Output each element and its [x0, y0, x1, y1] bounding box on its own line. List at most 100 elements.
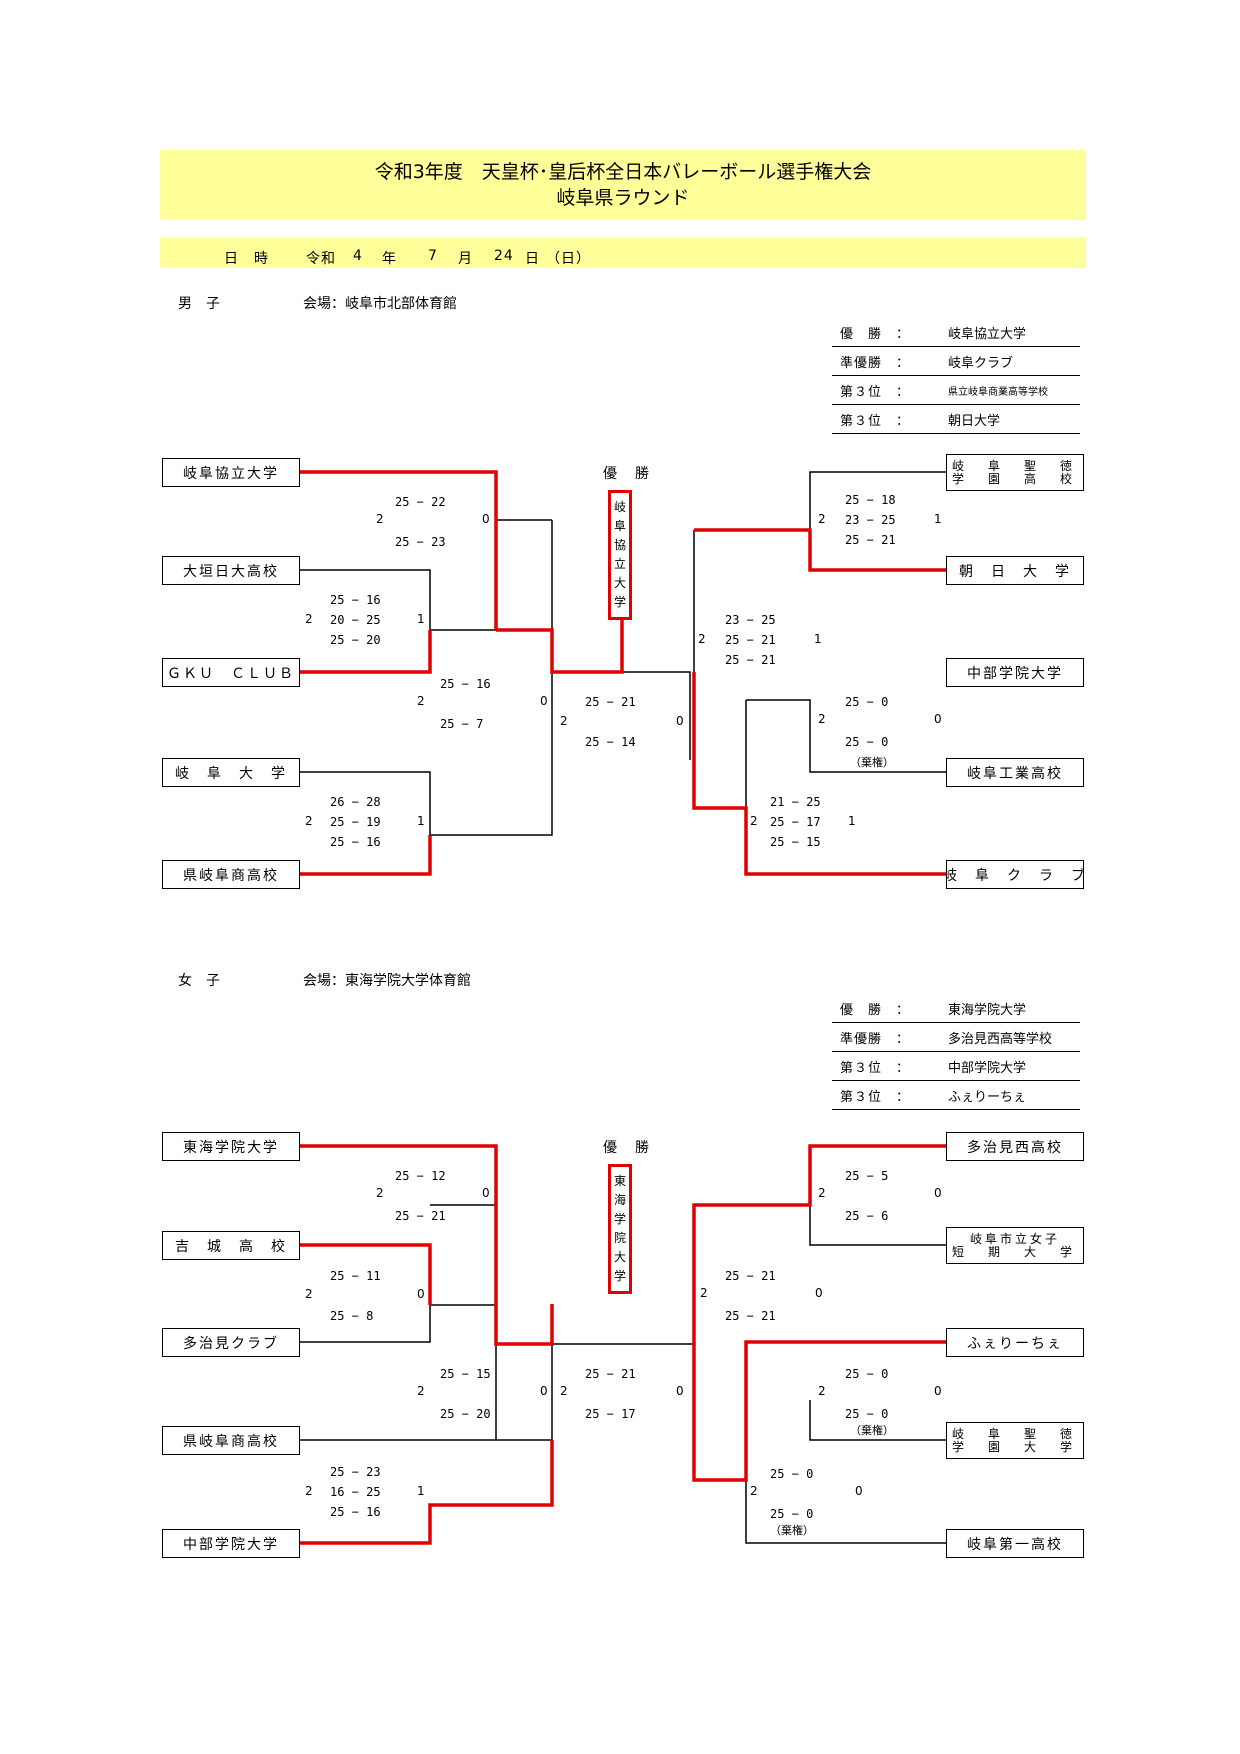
rank-team: 中部学院大学 — [944, 1051, 1080, 1081]
women-m3-sets: 25 − 23 16 − 25 25 − 16 — [330, 1465, 381, 1519]
winner-char: 院 — [613, 1231, 626, 1245]
men-right-team-4: 岐阜工業高校 — [946, 758, 1084, 787]
winner-char: 学 — [613, 1212, 626, 1226]
title-banner: 令和3年度 天皇杯･皇后杯全日本バレーボール選手権大会 岐阜県ラウンド — [160, 150, 1086, 220]
results-row: 第３位 ：県立岐阜商業高等学校 — [832, 375, 1080, 405]
men-m2-right: 1 — [417, 612, 425, 626]
women-m8-left: 2 — [818, 1384, 826, 1398]
men-m4-left: 2 — [417, 694, 425, 708]
date-year-unit: 年 — [382, 251, 397, 267]
date-era: 令和 — [306, 251, 336, 267]
women-m7-right: 0 — [934, 1186, 942, 1200]
men-m5-left: 2 — [560, 714, 568, 728]
women-m2-sets: 25 − 11 25 − 8 — [330, 1269, 381, 1323]
rank-team: 朝日大学 — [944, 404, 1080, 434]
winner-char: 大 — [613, 576, 626, 590]
men-m3-left: 2 — [305, 814, 313, 828]
date-month: 7 — [428, 248, 438, 264]
women-venue: 会場：東海学院大学体育館 — [303, 973, 471, 989]
rank-label: 準優勝 ： — [832, 1022, 944, 1052]
date-month-unit: 月 — [458, 251, 473, 267]
men-m6-sets: 23 − 25 25 − 21 25 − 21 — [725, 613, 776, 667]
rank-label: 第３位 ： — [832, 1080, 944, 1110]
women-left-team-2: 吉 城 高 校 — [162, 1231, 300, 1260]
women-m9-left: 2 — [750, 1484, 758, 1498]
women-m2-left: 2 — [305, 1287, 313, 1301]
men-left-team-4: 岐 阜 大 学 — [162, 758, 300, 787]
rank-label: 優 勝 ： — [832, 318, 944, 347]
men-right-team-5: 岐 阜 ク ラ ブ — [946, 860, 1084, 889]
winner-char: 協 — [613, 538, 626, 552]
men-m4-sets: 25 − 16 25 − 7 — [440, 677, 491, 731]
women-m5-sets: 25 − 21 25 − 17 — [585, 1367, 636, 1421]
men-m2-left: 2 — [305, 612, 313, 626]
men-left-team-5: 県岐阜商高校 — [162, 860, 300, 889]
men-m5-sets: 25 − 21 25 − 14 — [585, 695, 636, 749]
women-m7-left: 2 — [818, 1186, 826, 1200]
men-m4-right: 0 — [540, 694, 548, 708]
rank-label: 準優勝 ： — [832, 346, 944, 376]
results-row: 優 勝 ：東海学院大学 — [832, 994, 1080, 1023]
winner-char: 海 — [613, 1193, 626, 1207]
results-row: 第３位 ：ふぇりーちぇ — [832, 1080, 1080, 1110]
men-right-team-3: 中部学院大学 — [946, 658, 1084, 687]
men-m2-sets: 25 − 16 20 − 25 25 − 20 — [330, 593, 381, 647]
date-day: 24 — [494, 248, 514, 264]
women-m9-right: 0 — [855, 1484, 863, 1498]
women-m6-sets: 25 − 21 25 − 21 — [725, 1269, 776, 1323]
men-left-team-3: ＧＫＵ ＣＬＵＢ — [162, 658, 300, 687]
date-day-unit: 日 — [525, 251, 540, 267]
rank-team: 岐阜協立大学 — [944, 318, 1080, 347]
men-right-team-1: 岐 阜 聖 徳 学 園 高 校 — [946, 454, 1084, 491]
men-m1-sets: 25 − 22 25 − 23 — [395, 495, 446, 549]
men-right-team-2: 朝 日 大 学 — [946, 556, 1084, 585]
women-right-team-1: 多治見西高校 — [946, 1132, 1084, 1161]
results-row: 第３位 ：中部学院大学 — [832, 1051, 1080, 1081]
winner-char: 立 — [613, 557, 626, 571]
women-m1-right: 0 — [482, 1186, 490, 1200]
women-m1-left: 2 — [376, 1186, 384, 1200]
women-m8-sets: 25 − 0 25 − 0 — [845, 1367, 889, 1421]
men-m9-left: 2 — [750, 814, 758, 828]
results-row: 準優勝 ：岐阜クラブ — [832, 346, 1080, 376]
rank-team: 岐阜クラブ — [944, 346, 1080, 376]
rank-team: 県立岐阜商業高等学校 — [944, 375, 1080, 405]
men-m6-left: 2 — [698, 632, 706, 646]
women-m4-left: 2 — [417, 1384, 425, 1398]
men-m1-left: 2 — [376, 512, 384, 526]
men-m7-right: 1 — [934, 512, 942, 526]
winner-char: 大 — [613, 1250, 626, 1264]
rank-label: 第３位 ： — [832, 375, 944, 405]
rank-team: ふぇりーちぇ — [944, 1080, 1080, 1110]
women-left-team-5: 中部学院大学 — [162, 1529, 300, 1558]
women-m6-left: 2 — [700, 1286, 708, 1300]
date-label: 日 時 — [224, 251, 269, 267]
winner-char: 東 — [613, 1174, 626, 1188]
women-m7-sets: 25 − 5 25 − 6 — [845, 1169, 889, 1223]
team-name-line1: 岐 阜 聖 徳 — [951, 1426, 1078, 1441]
winner-char: 学 — [613, 595, 626, 609]
page-title: 令和3年度 天皇杯･皇后杯全日本バレーボール選手権大会 — [374, 161, 872, 183]
men-m3-sets: 26 − 28 25 − 19 25 − 16 — [330, 795, 381, 849]
men-results-table: 優 勝 ：岐阜協立大学 準優勝 ：岐阜クラブ 第３位 ：県立岐阜商業高等学校 第… — [832, 318, 1080, 434]
women-m3-right: 1 — [417, 1484, 425, 1498]
date-weekday: （日） — [546, 251, 591, 267]
women-m8-right: 0 — [934, 1384, 942, 1398]
men-label: 男 子 — [178, 296, 220, 312]
page-subtitle: 岐阜県ラウンド — [556, 187, 690, 209]
men-left-team-1: 岐阜協立大学 — [162, 458, 300, 487]
rank-label: 第３位 ： — [832, 1051, 944, 1081]
men-left-team-2: 大垣日大高校 — [162, 556, 300, 585]
men-m8-right: 0 — [934, 712, 942, 726]
women-right-team-2: 岐阜市立女子 短 期 大 学 — [946, 1227, 1084, 1264]
rank-team: 東海学院大学 — [944, 994, 1080, 1023]
women-m4-right: 0 — [540, 1384, 548, 1398]
men-m9-right: 1 — [848, 814, 856, 828]
women-results-table: 優 勝 ：東海学院大学 準優勝 ：多治見西高等学校 第３位 ：中部学院大学 第３… — [832, 994, 1080, 1110]
results-row: 準優勝 ：多治見西高等学校 — [832, 1022, 1080, 1052]
men-forfeit-note: （棄権） — [850, 756, 894, 769]
rank-label: 優 勝 ： — [832, 994, 944, 1023]
men-m1-right: 0 — [482, 512, 490, 526]
women-left-team-3: 多治見クラブ — [162, 1328, 300, 1357]
